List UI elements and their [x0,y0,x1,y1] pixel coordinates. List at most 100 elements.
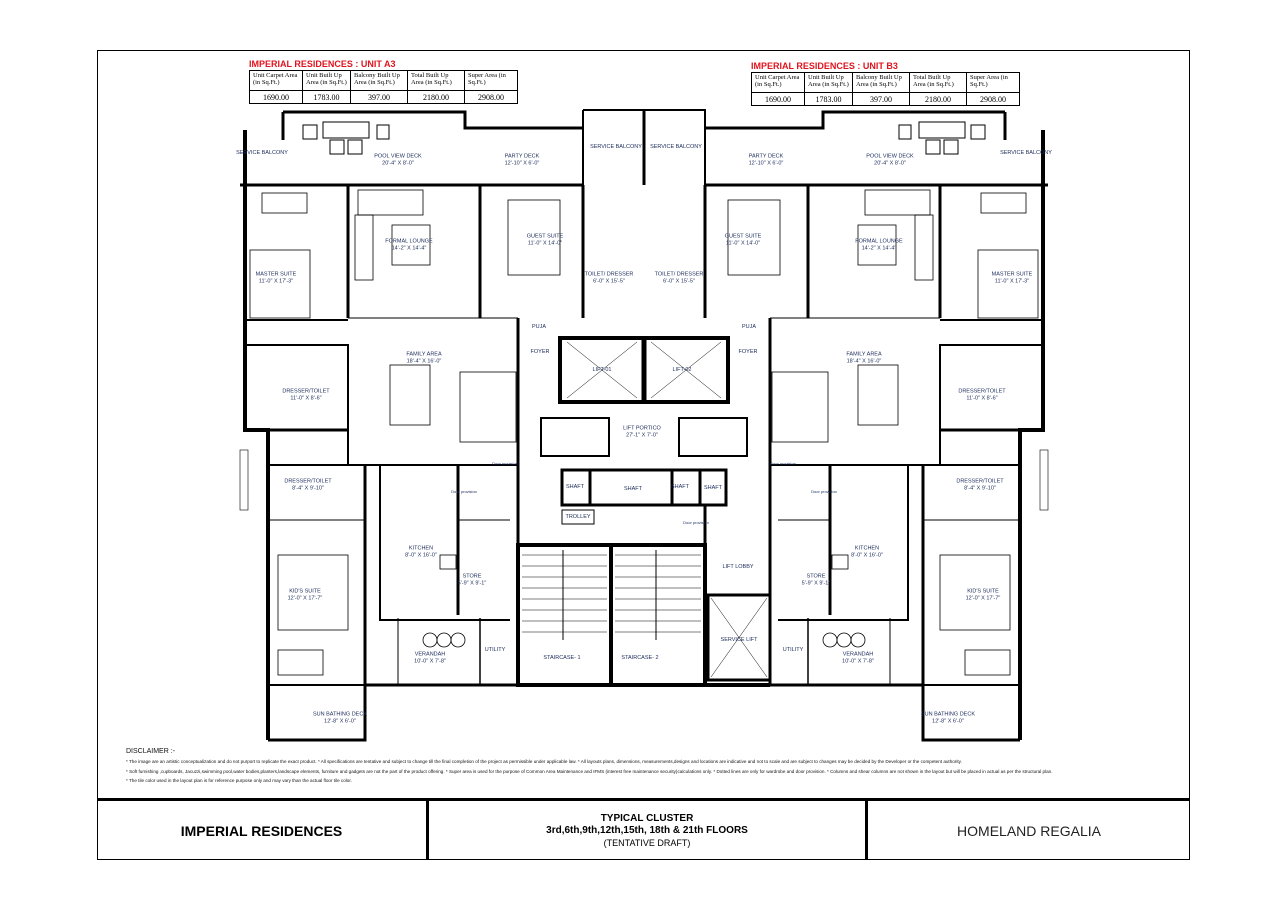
room-name: FORMAL LOUNGE [855,238,903,245]
developer-name: HOMELAND REGALIA [957,822,1101,839]
room-name: DRESSER/TOILET [284,478,332,485]
title-block: IMPERIAL RESIDENCES TYPICAL CLUSTER 3rd,… [97,798,1190,860]
room-label: Door provision [811,489,837,496]
room-name: FAMILY AREA [846,351,882,358]
room-label: SERVICE BALCONY [590,144,642,151]
floors-label: 3rd,6th,9th,12th,15th, 18th & 21th FLOOR… [546,824,748,836]
room-label: FOYER [739,349,758,356]
room-name: LIFT-01 [592,366,612,373]
value-super: 2908.00 [464,90,518,104]
room-dimensions: 11'-0" X 14'-0" [527,240,563,246]
room-name: SERVICE BALCONY [590,143,642,150]
room-label: Door provision [492,461,518,468]
room-dimensions: 6'-0" X 15'-5" [663,278,695,284]
room-name: FOYER [738,348,758,355]
room-dimensions: 11'-0" X 8'-6" [966,395,998,401]
room-dimensions: 12'-0" X 17'-7" [287,595,323,601]
sheet-border [97,50,1190,860]
unit-a3-plan [238,108,585,742]
project-name: IMPERIAL RESIDENCES [97,801,429,860]
room-name: SUN BATHING DECK [921,711,975,718]
room-label: TROLLEY [565,514,590,521]
room-label: SERVICE BALCONY [236,150,288,157]
room-dimensions: 20'-4" X 8'-0" [382,160,414,166]
draft-status: (TENTATIVE DRAFT) [603,837,691,848]
room-dimensions: 11'-0" X 8'-6" [290,395,322,401]
room-name: KID'S SUITE [967,588,999,595]
disclaimer-line: * The tile color used in the layout plan… [126,778,352,783]
room-label: PUJA [532,324,546,331]
value-built-up: 1783.00 [804,92,853,106]
room-dimensions: 14'-2" X 14'-4" [391,245,427,251]
room-name: PUJA [741,323,757,330]
room-name: MASTER SUITE [255,271,297,278]
room-name: VERANDAH [414,651,446,658]
room-dimensions: 12'-0" X 17'-7" [965,595,1001,601]
room-dimensions: 18'-4" X 16'-0" [406,358,442,364]
room-name: Door provision [492,460,518,466]
room-name: LIFT PORTICO [623,425,661,432]
header-super: Super Area (in Sq.Ft.) [464,70,518,91]
room-name: Door provision [770,460,796,466]
room-name: LIFT-02 [672,366,692,373]
room-label: SERVICE LIFT [721,637,758,644]
disclaimer-heading: DISCLAIMER :- [126,748,176,755]
room-name: SERVICE BALCONY [236,149,288,156]
room-name: POOL VIEW DECK [866,153,914,160]
room-dimensions: 8'-0" X 16'-0" [405,552,437,558]
room-name: KITCHEN [854,545,880,552]
room-name: LIFT LOBBY [722,563,754,570]
room-name: SHAFT [703,484,723,491]
room-label: STAIRCASE- 2 [621,655,658,662]
value-super: 2908.00 [966,92,1020,106]
room-name: SHAFT [670,483,690,490]
room-label: UTILITY [783,647,803,654]
unit-a3-area-table: Unit Carpet Area (in Sq.Ft.) Unit Built … [249,70,518,104]
room-dimensions: 27'-1" X 7'-0" [626,432,658,438]
room-dimensions: 12'-10" X 6'-0" [504,160,540,166]
value-built-up: 1783.00 [302,90,351,104]
disclaimer: DISCLAIMER :- * The image are an artisti… [126,747,1186,786]
room-dimensions: 11'-0" X 17'-3" [258,278,294,284]
room-name: TOILET/ DRESSER [584,271,634,278]
room-dimensions: 20'-4" X 8'-0" [874,160,906,166]
room-dimensions: 11'-0" X 14'-0" [725,240,761,246]
drawing-title-cell: TYPICAL CLUSTER 3rd,6th,9th,12th,15th, 1… [429,801,868,860]
room-label: SHAFT [624,486,642,493]
room-name: Door provision [451,488,477,494]
room-name: MASTER SUITE [991,271,1033,278]
room-label: UTILITY [485,647,505,654]
room-name: TOILET/ DRESSER [654,271,704,278]
room-name: PUJA [531,323,547,330]
room-dimensions: 5'-9" X 9'-1" [801,580,831,586]
value-total: 2180.00 [909,92,967,106]
room-dimensions: 12'-10" X 6'-0" [748,160,784,166]
room-label: Door provision [451,489,477,496]
room-name: STAIRCASE- 2 [621,654,659,661]
room-label: LIFT LOBBY [722,564,753,571]
room-dimensions: 6'-0" X 15'-5" [593,278,625,284]
unit-b3-title: IMPERIAL RESIDENCES : UNIT B3 [751,61,898,71]
room-label: SERVICE BALCONY [650,144,702,151]
room-label: Door provision [770,461,796,468]
room-label: STAIRCASE- 1 [543,655,580,662]
room-name: PARTY DECK [748,153,784,160]
